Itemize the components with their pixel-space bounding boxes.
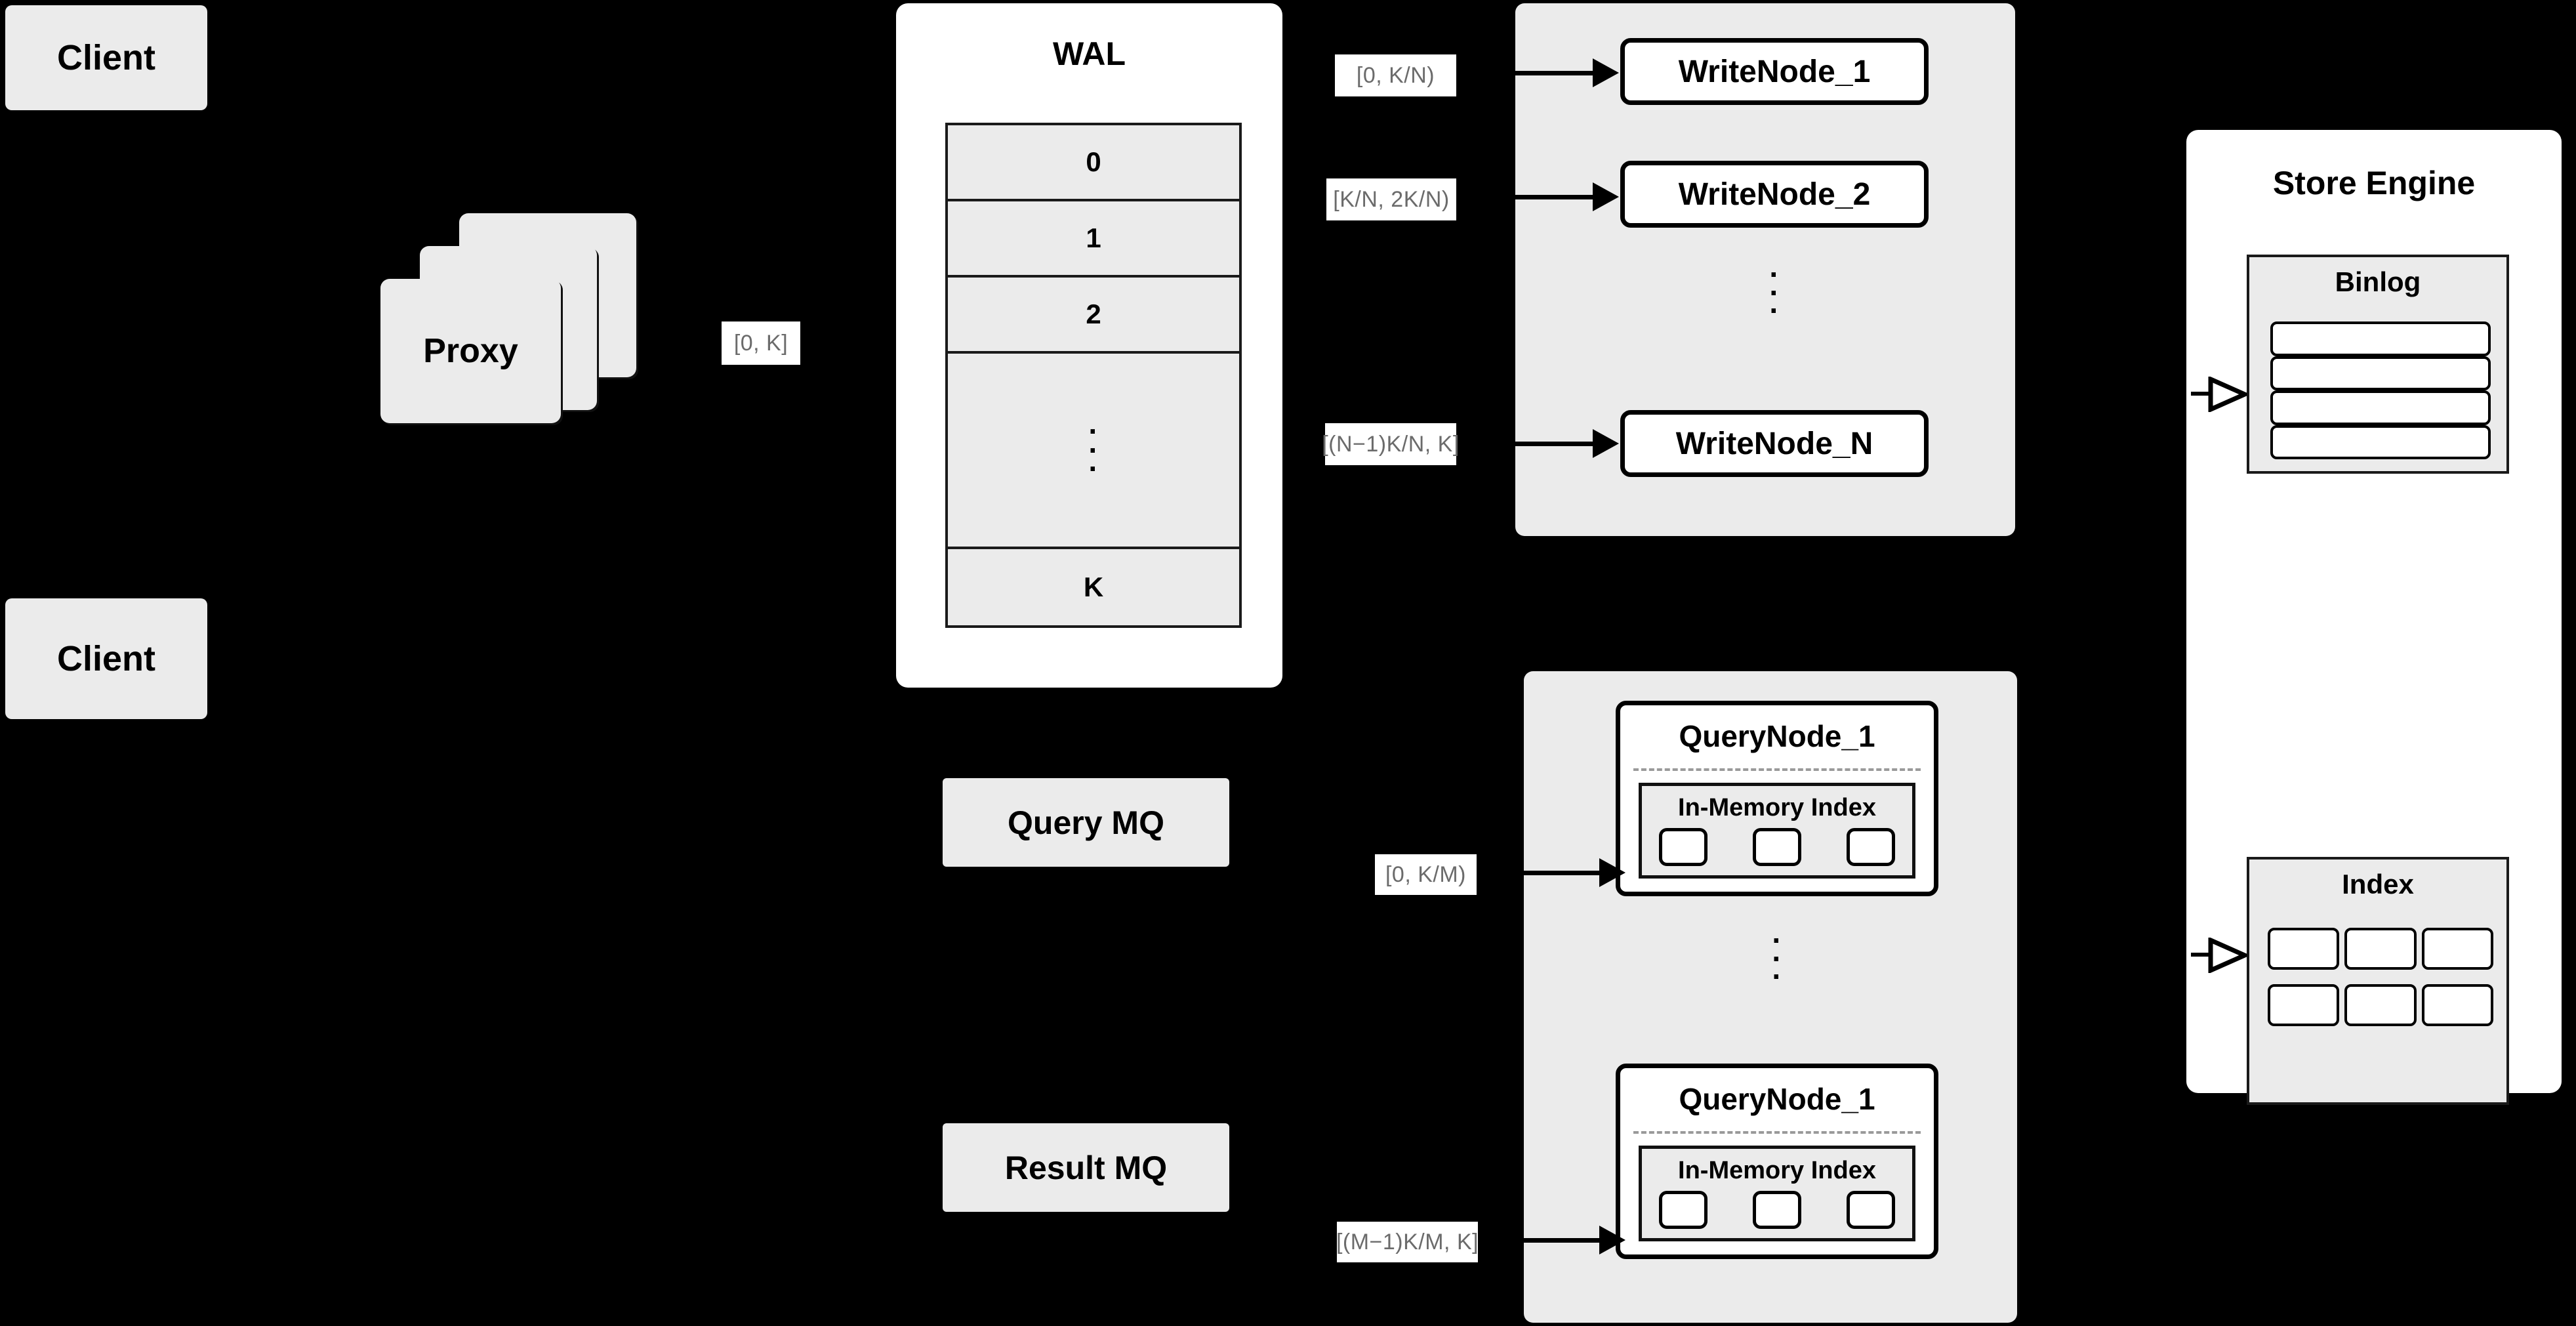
wal-row-ellipsis: · · ·	[948, 354, 1239, 549]
range-label-proxy-to-wal: [0, K]	[722, 321, 800, 365]
proxy-label: Proxy	[423, 332, 518, 370]
wal-vertical-dots: · · ·	[1088, 414, 1099, 486]
query-node-1-separator	[1633, 768, 1921, 771]
store-index-slot	[2421, 984, 2493, 1026]
store-index-slot	[2421, 928, 2493, 970]
client-label-1: Client	[56, 38, 155, 77]
arrow-head-to-query-node-1	[1599, 858, 1625, 887]
binlog-row	[2270, 356, 2491, 390]
arrow-head-to-query-node-m	[1599, 1226, 1625, 1254]
index-slot	[1659, 1191, 1707, 1229]
index-slot	[1753, 1191, 1801, 1229]
result-mq-box[interactable]: Result MQ	[943, 1123, 1229, 1212]
client-label-2: Client	[56, 639, 155, 678]
binlog-rows	[2270, 321, 2491, 459]
binlog-row	[2270, 390, 2491, 425]
index-slot	[1659, 828, 1707, 866]
store-index-slot	[2268, 984, 2340, 1026]
wal-title: WAL	[1052, 35, 1126, 72]
wal-row-1: 1	[948, 201, 1239, 278]
proxy-stack[interactable]: Proxy	[380, 213, 689, 436]
wal-row-k: K	[948, 549, 1239, 625]
binlog-row	[2270, 425, 2491, 459]
arrow-head-to-write-node-2	[1593, 182, 1619, 211]
index-slot	[1753, 828, 1801, 866]
in-memory-index-slots-2	[1659, 1191, 1895, 1229]
write-node-1-label: WriteNode_1	[1678, 54, 1871, 89]
store-index-slot	[2344, 928, 2417, 970]
wal-table: 0 1 2 · · · K	[945, 123, 1242, 628]
result-mq-label: Result MQ	[1004, 1149, 1168, 1186]
range-text: [0, K]	[733, 330, 788, 356]
query-node-1-title: QueryNode_1	[1679, 719, 1875, 753]
client-box-1[interactable]: Client	[5, 5, 207, 110]
proxy-layer-front[interactable]: Proxy	[380, 279, 561, 423]
arrow-line-to-query-node-1	[1482, 871, 1601, 875]
range-label-query-node-1: [0, K/M)	[1375, 854, 1477, 895]
query-node-1-in-memory-index: In-Memory Index	[1639, 783, 1915, 879]
arrow-head-to-write-node-1	[1593, 58, 1619, 87]
in-memory-index-title-2: In-Memory Index	[1678, 1157, 1876, 1184]
binlog-title: Binlog	[2335, 266, 2421, 297]
arrow-head-to-write-node-n	[1593, 429, 1619, 458]
write-node-2-label: WriteNode_2	[1678, 176, 1871, 212]
binlog-row	[2270, 321, 2491, 356]
store-index-title: Index	[2342, 869, 2414, 900]
arrow-head-hollow-to-store-index	[2208, 938, 2247, 973]
index-slot	[1847, 828, 1895, 866]
write-node-n-label: WriteNode_N	[1675, 426, 1873, 461]
query-cluster-vertical-dots: · · ·	[1772, 923, 1782, 994]
write-node-n[interactable]: WriteNode_N	[1620, 410, 1929, 477]
arrow-line-to-write-node-1	[1463, 71, 1594, 75]
in-memory-index-slots-1	[1659, 828, 1895, 866]
in-memory-index-title-1: In-Memory Index	[1678, 794, 1876, 821]
store-index-grid	[2268, 928, 2493, 1026]
query-node-m-separator	[1633, 1131, 1921, 1134]
wal-row-0: 0	[948, 125, 1239, 201]
write-cluster-vertical-dots: · · ·	[1769, 257, 1780, 328]
query-node-m[interactable]: QueryNode_1 In-Memory Index	[1616, 1064, 1938, 1259]
query-node-m-in-memory-index: In-Memory Index	[1639, 1146, 1915, 1241]
write-node-2[interactable]: WriteNode_2	[1620, 161, 1929, 228]
binlog-box: Binlog	[2247, 255, 2509, 474]
query-mq-label: Query MQ	[1008, 804, 1164, 841]
arrow-head-hollow-to-binlog	[2208, 377, 2247, 412]
range-label-query-node-m: [(M−1)K/M, K]	[1336, 1222, 1479, 1262]
write-node-1[interactable]: WriteNode_1	[1620, 38, 1929, 105]
query-node-m-title: QueryNode_1	[1679, 1082, 1875, 1116]
index-slot	[1847, 1191, 1895, 1229]
store-index-slot	[2268, 928, 2340, 970]
client-box-2[interactable]: Client	[5, 598, 207, 719]
arrow-line-to-write-node-n	[1463, 442, 1594, 446]
store-index-slot	[2344, 984, 2417, 1026]
arrow-line-to-write-node-2	[1463, 195, 1594, 199]
range-label-write-node-n: [(N−1)K/N, K]	[1322, 423, 1459, 465]
range-label-write-node-1: [0, K/N)	[1335, 54, 1456, 96]
arrow-line-to-query-node-m	[1482, 1238, 1601, 1243]
wal-panel: WAL 0 1 2 · · · K	[896, 3, 1282, 688]
store-index-box: Index	[2247, 857, 2509, 1105]
query-mq-box[interactable]: Query MQ	[943, 778, 1229, 867]
store-engine-title: Store Engine	[2272, 165, 2476, 201]
wal-row-2: 2	[948, 278, 1239, 354]
query-node-1[interactable]: QueryNode_1 In-Memory Index	[1616, 701, 1938, 896]
range-label-write-node-2: [K/N, 2K/N)	[1326, 178, 1456, 220]
